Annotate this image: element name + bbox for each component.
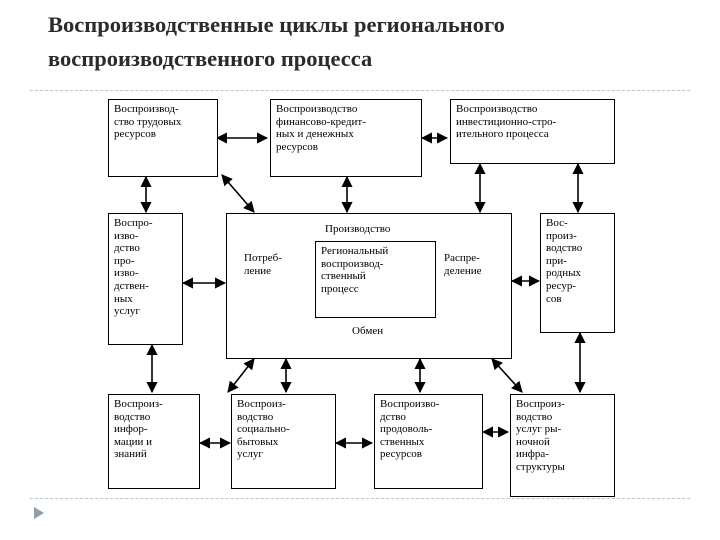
arrow-labor-center (221, 174, 255, 213)
footer-divider (30, 498, 690, 499)
natural-resources-box: Вос- произ- водство при- родных ресур- с… (540, 213, 615, 333)
arrow-center-infrastructure (491, 358, 523, 393)
regional-process-box: Региональный воспроизвод- ственный проце… (315, 241, 436, 318)
market-infrastructure-box: Воспроиз- водство услуг ры- ночной инфра… (510, 394, 615, 497)
consumption-label: Потреб- ление (244, 252, 282, 277)
food-resources-box: Воспроизво- дство продоволь- ственных ре… (374, 394, 483, 489)
production-label: Производство (325, 223, 391, 235)
investment-construction-box: Воспроизводство инвестиционно-стро- ител… (450, 99, 615, 164)
labor-resources-box: Воспроизвод- ство трудовых ресурсов (108, 99, 218, 177)
slide-title: Воспроизводственные циклы регионального … (48, 12, 505, 71)
social-services-box: Воспроиз- водство социально- бытовых усл… (231, 394, 336, 489)
bullet-triangle-icon (34, 507, 44, 519)
arrow-center-info (227, 358, 255, 393)
production-services-box: Воспро- изво- дство про- изво- дствен- н… (108, 213, 183, 345)
finance-credit-resources-box: Воспроизводство финансово-кредит- ных и … (270, 99, 422, 177)
information-knowledge-box: Воспроиз- водство инфор- мации и знаний (108, 394, 200, 489)
title-divider (30, 90, 690, 91)
exchange-label: Обмен (352, 325, 384, 337)
distribution-label: Распре- деление (444, 252, 482, 277)
